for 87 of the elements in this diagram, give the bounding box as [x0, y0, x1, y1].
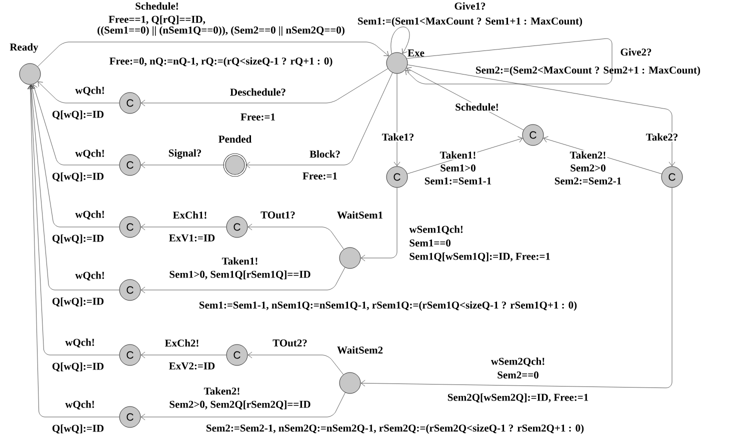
edge-label: wQch! — [64, 338, 96, 348]
edge-annotation: Q[wQ]:=ID — [52, 424, 104, 434]
edge-label: wSem1Qch! — [408, 224, 464, 236]
edge-label: wSem2Qch! — [490, 356, 546, 368]
arrow — [31, 84, 120, 166]
committed-location: C — [119, 154, 141, 176]
arrow — [140, 224, 226, 230]
edge-label: wQch! — [74, 86, 106, 96]
arrow — [360, 188, 398, 262]
location-circle — [386, 52, 408, 74]
location-circle — [339, 247, 361, 269]
arrow — [28, 84, 120, 290]
arrow — [246, 72, 393, 168]
edge-label: wQch! — [74, 270, 106, 282]
arrow — [28, 84, 120, 356]
edge-label: Schedule! — [134, 1, 180, 11]
edge-label: ExCh1! — [172, 210, 208, 220]
location-name: WaitSem2 — [337, 346, 383, 354]
committed-location: C — [661, 166, 683, 188]
edge-label: Give2? — [619, 47, 653, 57]
edge-label: TOut1? — [260, 210, 296, 220]
arrow — [38, 81, 120, 104]
edge-label: Schedule! — [454, 102, 500, 112]
edge-label: Taken1! — [438, 150, 478, 160]
edge-annotation: Free==1, Q[rQ]==ID, — [108, 16, 206, 24]
committed-location: C — [226, 216, 248, 238]
location-name: Exe — [408, 50, 424, 56]
edge-label: Signal? — [167, 148, 203, 160]
location-name: Pended — [218, 135, 252, 143]
arrow — [394, 74, 400, 166]
arrow — [248, 224, 344, 250]
edge-annotation: Sem1==0 — [410, 239, 451, 247]
arrow — [140, 392, 346, 420]
edge-annotation: Sem1>0, Sem1Q[rSem1Q]==ID — [170, 270, 310, 280]
committed-location: C — [119, 92, 141, 114]
edge-label: Deschedule? — [229, 87, 287, 97]
edge-label: wQch! — [74, 148, 106, 160]
edge-label: ExCh2! — [164, 338, 200, 348]
edge-annotation: Sem1:=Sem1-1, nSem1Q:=nSem1Q-1, rSem1Q:=(rSem1Q<sizeQ-1 ? rSem1Q+1 : 0) — [200, 301, 577, 311]
edge-label: Take2? — [644, 132, 680, 142]
arrow — [248, 352, 344, 375]
arrow — [37, 42, 389, 67]
edge-annotation: Free:=1 — [302, 172, 337, 180]
edge-annotation: Sem2:=(Sem2<MaxCount ? Sem2+1 : MaxCount) — [476, 66, 700, 76]
edge-label: Take1? — [380, 132, 416, 142]
committed-location: C — [522, 124, 544, 146]
arrow — [140, 162, 224, 168]
arrow — [27, 84, 120, 418]
edge-label: Give1? — [453, 1, 487, 11]
arrow — [140, 352, 226, 358]
edge-label: Block? — [308, 149, 342, 159]
edge-annotation: Sem2>0 — [570, 164, 606, 172]
edge-annotation: Q[wQ]:=ID — [52, 110, 104, 120]
arrow — [360, 188, 672, 388]
edge-label: wQch! — [74, 210, 106, 220]
edge-annotation: Sem1Q[wSem1Q]:=ID, Free:=1 — [410, 252, 550, 262]
committed-location: C — [386, 166, 408, 188]
edge-annotation: Sem2==0 — [498, 371, 538, 379]
committed-location: C — [119, 406, 141, 428]
edge-annotation: ExV2:=ID — [169, 362, 215, 370]
edge-label: TOut2? — [272, 338, 308, 348]
edge-annotation: ExV1:=ID — [169, 234, 215, 242]
committed-location: C — [119, 216, 141, 238]
location-circle — [339, 372, 361, 394]
location-circle — [19, 63, 41, 85]
edge-annotation: Sem2Q[wSem2Q]:=ID, Free:=1 — [448, 394, 588, 402]
arrow — [405, 38, 612, 84]
edge-label: Taken2! — [568, 150, 608, 160]
committed-location: C — [226, 344, 248, 366]
committed-location: C — [119, 344, 141, 366]
location-circle — [223, 153, 247, 177]
edge-annotation: Sem1>0 — [440, 164, 476, 172]
edge-annotation: Sem2:=Sem2-1, nSem2Q:=nSem2Q-1, rSem2Q:=(rSem2Q<sizeQ-1 ? rSem2Q+1 : 0) — [206, 424, 584, 434]
edge-label: Taken1! — [220, 256, 260, 266]
edge-annotation: ((Sem1==0) || (nSem1Q==0)), (Sem2==0 || nSem2Q==0) — [98, 26, 344, 36]
edge-label: Taken2! — [202, 386, 242, 396]
arrow — [29, 84, 120, 228]
arrow — [407, 64, 676, 166]
edge-annotation: Sem2>0, Sem2Q[rSem2Q]==ID — [170, 400, 310, 410]
location-name: WaitSem1 — [337, 211, 382, 219]
arrow — [390, 26, 410, 54]
arrow — [140, 68, 388, 106]
edge-label: wQch! — [64, 400, 96, 410]
edge-annotation: Sem2:=Sem2-1 — [554, 177, 622, 185]
location-name: Ready — [10, 43, 38, 53]
committed-location: C — [119, 279, 141, 301]
arrow — [140, 267, 346, 294]
